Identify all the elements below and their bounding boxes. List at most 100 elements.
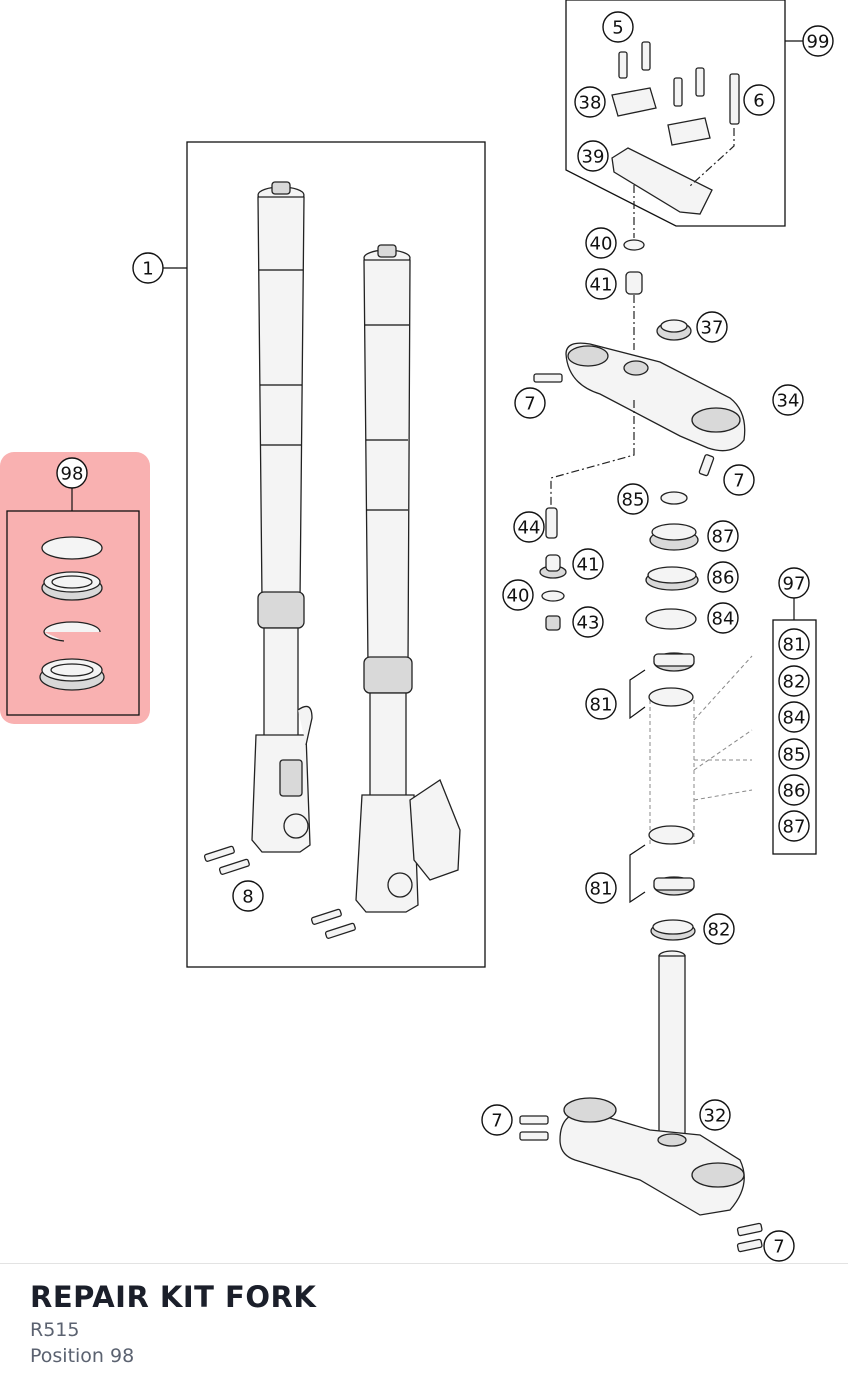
callout-81-lower[interactable]: 81 [585,872,617,904]
kit-97-item[interactable]: 87 [778,810,810,842]
callout-87[interactable]: 87 [707,520,739,552]
diagram-canvas: 98 1 [0,0,834,1262]
callout-85[interactable]: 85 [617,483,649,515]
svg-text:87: 87 [783,817,806,838]
callout-7-lower-right[interactable]: 7 [763,1230,795,1262]
frame-head-group: 81 81 82 [585,652,753,945]
kit-97-item[interactable]: 81 [778,628,810,660]
fork-leg-left [251,181,313,853]
svg-text:84: 84 [783,708,806,729]
callout-43[interactable]: 43 [572,606,604,638]
svg-text:38: 38 [579,93,602,114]
svg-text:87: 87 [712,527,735,548]
svg-text:86: 86 [783,781,806,802]
kit-97-item[interactable]: 84 [778,701,810,733]
svg-text:81: 81 [590,879,613,900]
svg-text:97: 97 [783,574,806,595]
bearing-81-lower [648,825,695,896]
svg-text:86: 86 [712,568,735,589]
callout-7-upper-right[interactable]: 7 [723,464,755,496]
steering-stem-32 [559,950,745,1216]
svg-text:5: 5 [612,18,623,39]
kit-97-item[interactable]: 82 [778,665,810,697]
callout-99[interactable]: 99 [802,25,834,57]
svg-text:84: 84 [712,609,735,630]
middle-parts-group: 44 41 40 43 85 [502,483,739,638]
svg-text:7: 7 [773,1237,784,1258]
part-code: R515 [30,1319,80,1341]
callout-40-lower[interactable]: 40 [502,579,534,611]
kit-97-item[interactable]: 85 [778,738,810,770]
svg-text:1: 1 [142,259,153,280]
callout-82[interactable]: 82 [703,913,735,945]
callout-40-upper[interactable]: 40 [585,227,617,259]
kit-97-item[interactable]: 86 [778,774,810,806]
svg-text:43: 43 [577,613,600,634]
callout-98[interactable]: 98 [56,457,88,489]
bolt-7-upper-left [533,373,563,383]
callout-44[interactable]: 44 [513,511,545,543]
exploded-parts-diagram: 98 1 [0,0,834,1262]
callout-32[interactable]: 32 [699,1099,731,1131]
kit-seal-lower [39,658,105,691]
pin-44 [545,507,558,539]
part-position: Position 98 [30,1345,135,1367]
part-title: REPAIR KIT FORK [30,1280,317,1314]
clamp-bolt-6 [729,73,740,125]
bolts-7-lower-right [736,1222,763,1253]
svg-text:98: 98 [61,464,84,485]
svg-text:41: 41 [577,555,600,576]
callout-38[interactable]: 38 [574,86,606,118]
callout-41-upper[interactable]: 41 [585,268,617,300]
svg-text:41: 41 [590,275,613,296]
kit-ring-lower [43,621,101,642]
svg-text:37: 37 [701,318,724,339]
part-info-footer: REPAIR KIT FORK R515 Position 98 [0,1263,848,1391]
bolts-8 [203,845,356,939]
svg-text:7: 7 [524,394,535,415]
svg-text:40: 40 [590,234,613,255]
callout-41-lower[interactable]: 41 [572,548,604,580]
svg-text:8: 8 [242,887,253,908]
upper-stack-group: 40 41 37 34 [514,227,804,506]
callout-6[interactable]: 6 [743,84,775,116]
ring-84 [645,608,697,630]
callout-34[interactable]: 34 [772,384,804,416]
bushing-41-upper [625,271,643,295]
callout-81-upper[interactable]: 81 [585,688,617,720]
seal-87 [649,523,699,551]
callout-97[interactable]: 97 [778,567,810,599]
clamp-upper-38 [611,87,711,146]
callout-86[interactable]: 86 [707,561,739,593]
clamp-bolts-5 [618,41,705,107]
lower-triple-clamp-group: 32 7 7 [481,950,795,1262]
svg-text:39: 39 [582,147,605,168]
kit-seal-upper [41,571,103,601]
svg-text:7: 7 [733,471,744,492]
repair-kit-98-group[interactable]: 98 [0,452,150,724]
kit-97-box [772,619,817,855]
svg-text:82: 82 [708,920,731,941]
clamp-lower-39 [611,147,713,215]
svg-text:7: 7 [491,1111,502,1132]
callout-7-upper-left[interactable]: 7 [514,387,546,419]
svg-text:6: 6 [753,91,764,112]
bolt-7-upper-right [698,454,715,477]
svg-text:34: 34 [777,391,800,412]
repair-kit-98-box [6,510,140,716]
callout-39[interactable]: 39 [577,140,609,172]
callout-5[interactable]: 5 [602,11,634,43]
callout-1[interactable]: 1 [132,252,164,284]
svg-text:85: 85 [783,745,806,766]
svg-text:85: 85 [622,490,645,511]
seal-82 [650,919,696,941]
fork-assembly-box [186,141,486,968]
cap-37 [656,319,692,341]
callout-37[interactable]: 37 [696,311,728,343]
callout-8[interactable]: 8 [232,880,264,912]
callout-7-lower-left[interactable]: 7 [481,1104,513,1136]
bearing-81-upper [648,652,695,707]
fork-leg-right [355,244,461,913]
callout-84[interactable]: 84 [707,602,739,634]
svg-text:81: 81 [590,695,613,716]
